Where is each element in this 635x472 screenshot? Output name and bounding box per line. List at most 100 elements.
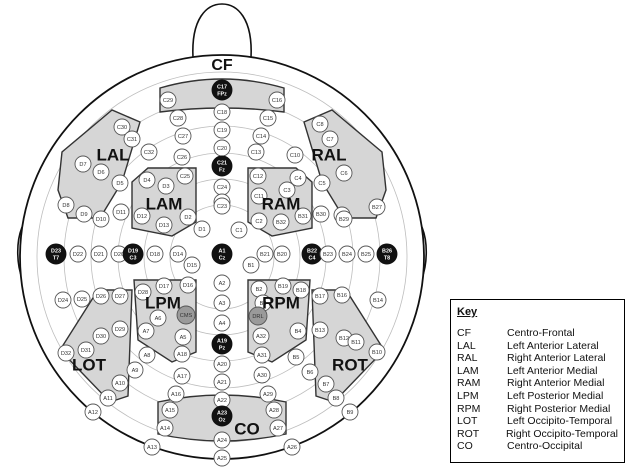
electrode-marker: [133, 207, 151, 225]
electrode-label: CMS: [180, 313, 193, 319]
electrode-label: A25: [217, 456, 227, 462]
electrode-marker: [169, 245, 187, 263]
electrode-d27: D27: [111, 287, 129, 305]
electrode-site-label: FPz: [217, 91, 227, 97]
electrode-d13: D13: [155, 216, 173, 234]
electrode-marker: [176, 305, 196, 325]
electrode-label: C23: [217, 204, 227, 210]
electrode-marker: [211, 333, 233, 355]
electrode-d11: D11: [112, 203, 130, 221]
electrode-label: D21: [94, 252, 104, 258]
electrode-c25: C25: [176, 167, 194, 185]
electrode-a12: A12: [84, 403, 102, 421]
electrode-label: A31: [257, 353, 267, 359]
electrode-c32: C32: [140, 143, 158, 161]
electrode-marker: [111, 374, 129, 392]
electrode-label: A15: [165, 408, 175, 414]
electrode-drl: DRL: [248, 306, 268, 326]
electrode-d30: D30: [92, 327, 110, 345]
electrode-label: D10: [96, 217, 106, 223]
electrode-cms: CMS: [176, 305, 196, 325]
electrode-marker: [292, 281, 310, 299]
electrode-label: D12: [137, 214, 147, 220]
electrode-label: A16: [171, 392, 181, 398]
electrode-d26: D26: [92, 287, 110, 305]
electrode-site-label: Oz: [219, 417, 226, 423]
electrode-d32: D32: [57, 344, 75, 362]
key-description: Centro-Frontal: [507, 327, 575, 339]
key-description: Left Posterior Medial: [507, 389, 604, 402]
electrode-marker: [272, 213, 290, 231]
electrode-a3: A3: [213, 294, 231, 312]
electrode-label: D26: [96, 294, 106, 300]
electrode-label: D1: [198, 227, 205, 233]
electrode-d14: D14: [169, 245, 187, 263]
electrode-marker: [313, 174, 331, 192]
electrode-marker: [211, 243, 233, 265]
electrode-marker: [111, 174, 129, 192]
electrode-d4: D4: [138, 171, 156, 189]
electrode-b13: B13: [311, 321, 329, 339]
key-description: Right Anterior Lateral: [507, 352, 606, 365]
electrode-b8: B8: [327, 389, 345, 407]
electrode-a26: A26: [283, 438, 301, 456]
electrode-d15: D15: [183, 256, 201, 274]
electrode-site-label: T8: [384, 255, 390, 261]
electrode-marker: [335, 210, 353, 228]
electrode-label: D4: [143, 178, 150, 184]
electrode-label: B1: [248, 263, 255, 269]
electrode-marker: [274, 277, 292, 295]
electrode-marker: [126, 361, 144, 379]
electrode-b31: B31: [294, 207, 312, 225]
electrode-label: A4: [219, 321, 226, 327]
electrode-b14: B14: [369, 291, 387, 309]
key-abbr: CF: [457, 327, 471, 339]
electrode-c23: C23: [213, 197, 231, 215]
key-description: Right Anterior Medial: [507, 377, 605, 390]
electrode-c20: C20: [213, 139, 231, 157]
key-abbr: LOT: [457, 415, 478, 428]
electrode-label: A27: [273, 426, 283, 432]
electrode-marker: [273, 245, 291, 263]
electrode-label: B8: [333, 396, 340, 402]
electrode-marker: [69, 245, 87, 263]
electrode-a13: A13: [143, 438, 161, 456]
electrode-marker: [193, 220, 211, 238]
electrode-marker: [183, 256, 201, 274]
electrode-label: D6: [97, 170, 104, 176]
key-description: Left Anterior Medial: [507, 364, 598, 377]
electrode-marker: [253, 366, 271, 384]
electrode-label: B29: [339, 217, 349, 223]
electrode-a16: A16: [167, 385, 185, 403]
key-abbr: LAM: [457, 364, 479, 377]
electrode-marker: [286, 146, 304, 164]
electrode-a30: A30: [253, 366, 271, 384]
electrode-label: C20: [217, 146, 227, 152]
electrode-marker: [113, 118, 131, 136]
electrode-label: D2: [184, 215, 191, 221]
electrode-label: A18: [177, 352, 187, 358]
electrode-marker: [259, 109, 277, 127]
electrode-d2: D2: [179, 208, 197, 226]
electrode-c18: C18: [213, 103, 231, 121]
electrode-site-label: T7: [53, 255, 59, 261]
electrode-b10: B10: [368, 343, 386, 361]
electrode-label: C31: [127, 137, 137, 143]
electrode-marker: [250, 212, 268, 230]
electrode-marker: [149, 309, 167, 327]
electrode-d20: D20: [110, 245, 128, 263]
electrode-label: B7: [323, 382, 330, 388]
electrode-marker: [176, 167, 194, 185]
electrode-label: B30: [316, 212, 326, 218]
electrode-label: B10: [372, 350, 382, 356]
electrode-label: B20: [277, 252, 287, 258]
electrode-a31: A31: [253, 346, 271, 364]
electrode-marker: [123, 130, 141, 148]
region-label-ram: RAM: [262, 194, 301, 213]
